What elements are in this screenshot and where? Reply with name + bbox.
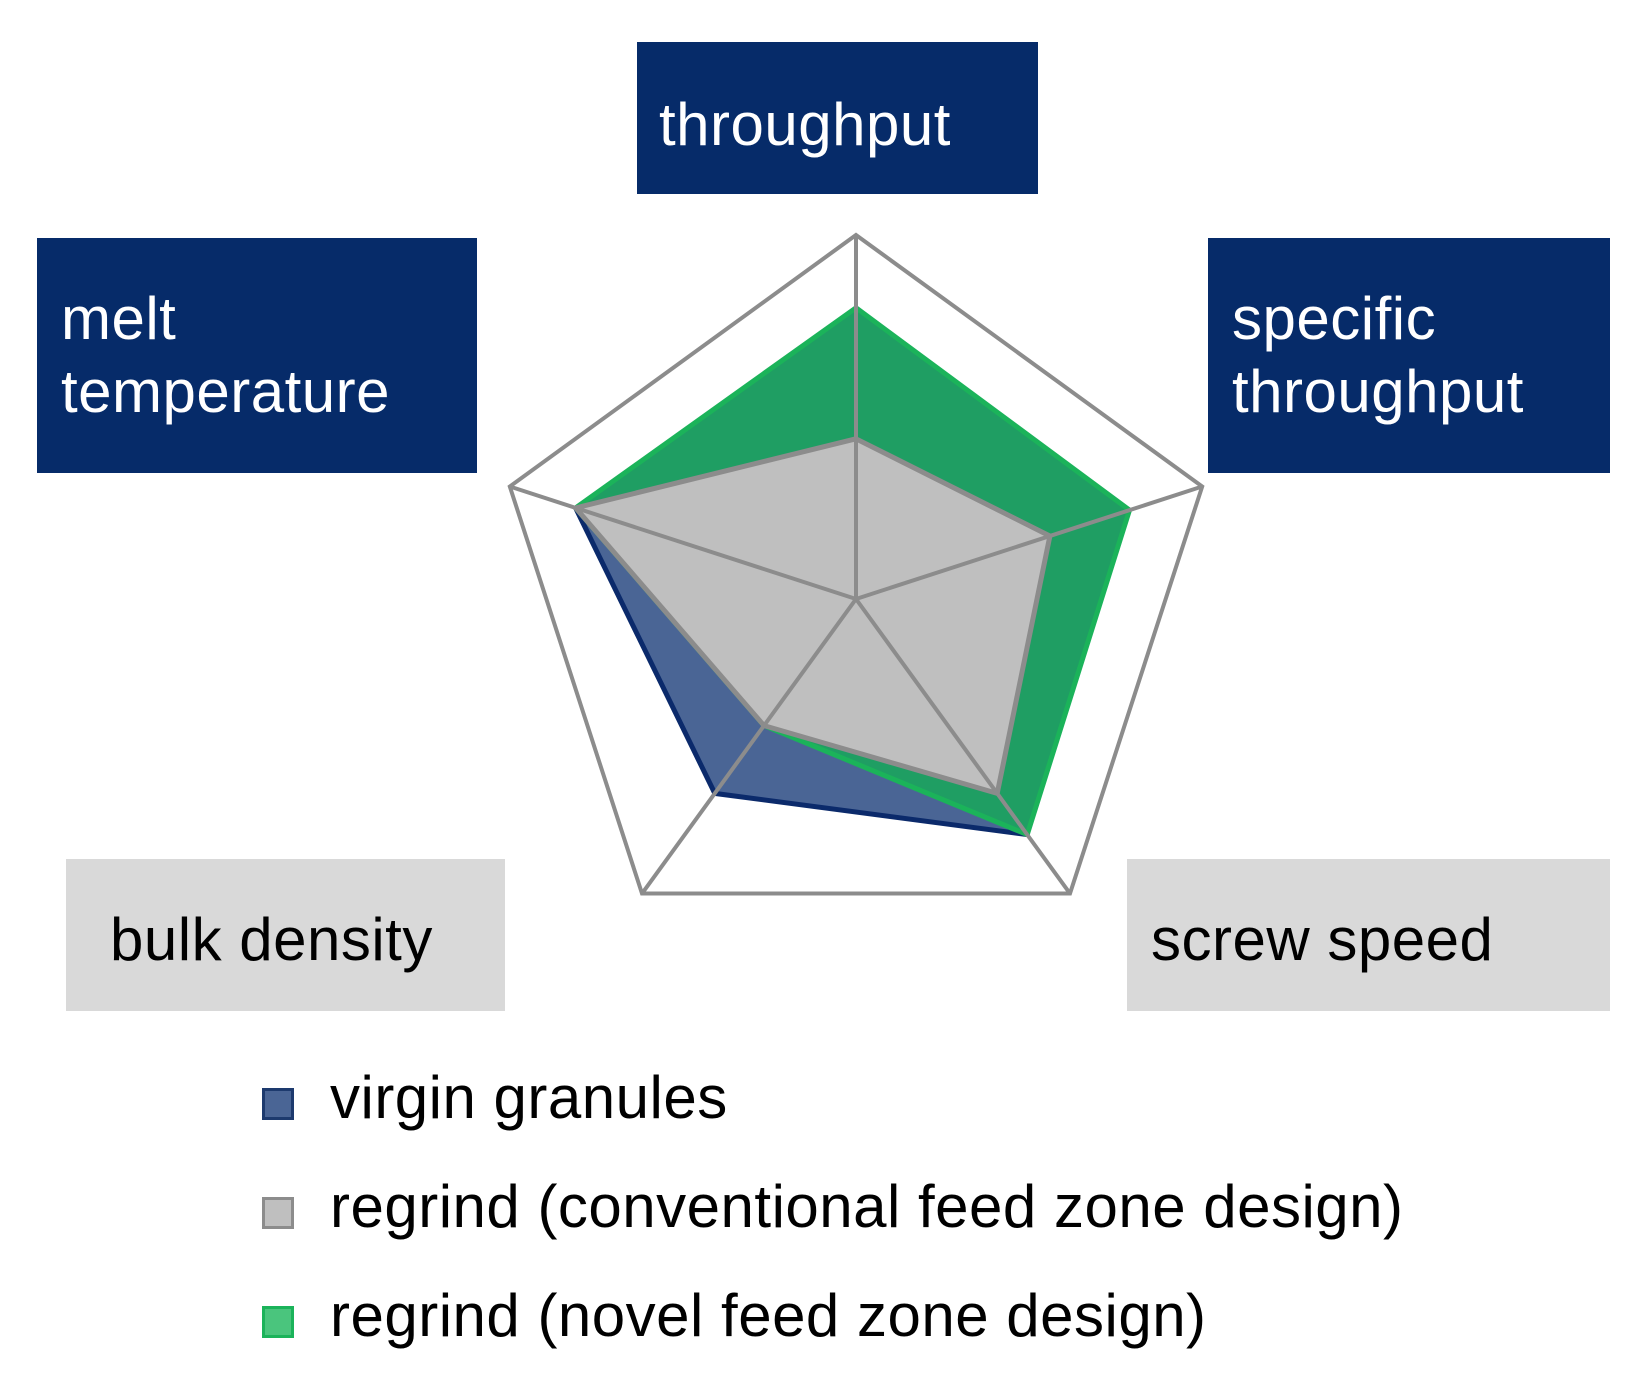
radar-outer-grid <box>507 232 1205 896</box>
series-layer <box>571 304 1133 838</box>
radar-spoke-specific-throughput <box>855 484 1203 601</box>
axis-label-melt-temperature-text: melt temperature <box>61 285 390 426</box>
legend-label-regrind-conventional: regrind (conventional feed zone design) <box>330 1173 1404 1240</box>
radar-spoke-melt-temperature <box>509 484 857 601</box>
radar-spoke-screw-speed <box>854 597 1072 895</box>
legend-label-regrind-novel: regrind (novel feed zone design) <box>330 1282 1207 1349</box>
axis-label-bulk-density: bulk density <box>66 859 505 1011</box>
axis-label-screw-speed: screw speed <box>1127 859 1610 1011</box>
axis-label-throughput-text: throughput <box>659 91 951 158</box>
radar-spoke-bulk-density <box>640 597 858 895</box>
axis-label-screw-speed-text: screw speed <box>1151 906 1494 973</box>
axis-label-specific-throughput-text: specific throughput <box>1232 285 1524 426</box>
legend-swatch-regrind-novel <box>262 1306 294 1338</box>
legend-swatch-virgin-granules <box>262 1088 294 1120</box>
axis-label-bulk-density-text: bulk density <box>110 906 433 973</box>
axis-label-throughput: throughput <box>637 42 1038 194</box>
legend-label-virgin-granules: virgin granules <box>330 1064 728 1131</box>
grid-layer <box>507 232 1205 896</box>
axis-label-specific-throughput: specific throughput <box>1208 238 1610 473</box>
axis-label-melt-temperature: melt temperature <box>37 238 477 473</box>
legend-swatch-regrind-conventional <box>262 1197 294 1229</box>
